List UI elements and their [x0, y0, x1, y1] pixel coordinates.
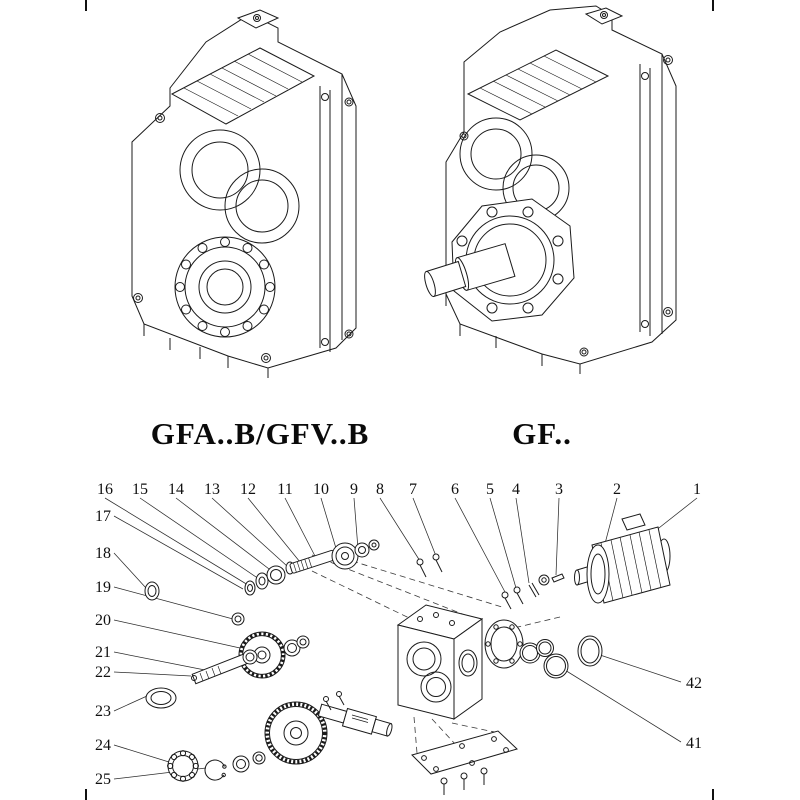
callout-20: 20	[95, 612, 111, 629]
output-bearing	[167, 750, 199, 782]
callout-12: 12	[240, 481, 256, 498]
callout-18: 18	[95, 545, 111, 562]
assembly-guide-lines	[311, 554, 561, 754]
model-label-gfab: GFA..B/GFV..B	[150, 416, 370, 451]
terminal-box	[621, 513, 646, 531]
model-label-gf: GF..	[512, 416, 572, 451]
second-stage-pinion-shaft	[191, 649, 258, 685]
retaining-rings	[519, 639, 554, 664]
gearbox-drawing-gfab	[110, 2, 395, 407]
callout-23: 23	[95, 703, 111, 720]
oil-seal	[145, 687, 177, 709]
callout-25: 25	[95, 771, 111, 788]
output-bearing-face	[174, 236, 276, 338]
cooling-ribs	[466, 49, 610, 121]
callout-2: 2	[613, 481, 621, 498]
callout-6: 6	[451, 481, 459, 498]
callout-24: 24	[95, 737, 111, 754]
seal-ring	[144, 581, 160, 601]
callout-42: 42	[686, 675, 702, 692]
gasket-screws	[440, 767, 488, 795]
shim-ring	[577, 635, 603, 667]
callout-1: 1	[693, 481, 701, 498]
border-tick	[85, 0, 87, 11]
o-ring	[543, 653, 569, 679]
side-straps	[639, 64, 651, 336]
cover-bolts	[323, 691, 345, 711]
side-straps	[319, 86, 331, 352]
corner-bolts	[459, 55, 673, 357]
callout-14: 14	[168, 481, 184, 498]
border-tick	[712, 789, 714, 800]
callout-9: 9	[350, 481, 358, 498]
callout-21: 21	[95, 644, 111, 661]
circlip	[204, 759, 227, 781]
housing-bolts	[416, 553, 443, 578]
callout-5: 5	[486, 481, 494, 498]
cooling-ribs	[170, 47, 316, 125]
output-shaft	[424, 243, 516, 298]
mounting-feet	[143, 324, 269, 378]
callout-4: 4	[512, 481, 520, 498]
callout-15: 15	[132, 481, 148, 498]
input-shaft-assembly	[244, 539, 380, 596]
corner-bolts	[133, 97, 354, 363]
gearbox-gfab-svg	[131, 9, 357, 378]
input-fasteners	[501, 573, 565, 610]
spacer-washer	[231, 612, 245, 626]
shaft-washers	[232, 751, 266, 773]
gear-housing	[396, 604, 484, 720]
callout-10: 10	[313, 481, 329, 498]
intermediate-gear	[238, 631, 310, 679]
output-shaft-part	[317, 703, 393, 737]
base-gasket	[411, 730, 518, 775]
mounting-feet	[445, 294, 581, 374]
gearbox-gf-svg	[424, 5, 677, 374]
gearbox-drawing-gf	[400, 2, 700, 402]
output-cover-flange	[484, 619, 524, 669]
callout-8: 8	[376, 481, 384, 498]
callout-11: 11	[277, 481, 292, 498]
input-bores	[179, 129, 300, 244]
callout-7: 7	[409, 481, 417, 498]
callout-41: 41	[686, 735, 702, 752]
callout-13: 13	[204, 481, 220, 498]
callout-17: 17	[95, 508, 111, 525]
callout-16: 16	[97, 481, 113, 498]
border-tick	[712, 0, 714, 11]
output-helical-gear	[264, 701, 328, 765]
callout-3: 3	[555, 481, 563, 498]
border-tick	[85, 789, 87, 800]
exploded-view-diagram: 16 15 14 13 12 11 10 9 8 7 6 5 4 3 2 1 1…	[95, 481, 702, 795]
leader-lines	[104, 497, 698, 780]
callout-22: 22	[95, 664, 111, 681]
callout-19: 19	[95, 579, 111, 596]
electric-motor	[574, 513, 671, 604]
